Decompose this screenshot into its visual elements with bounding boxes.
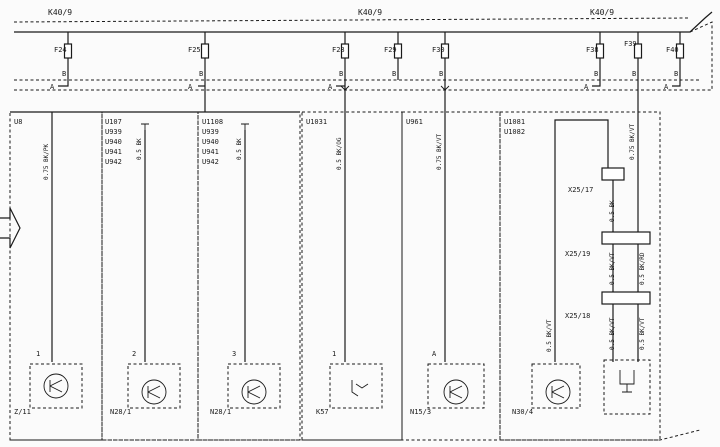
component-label: K57: [316, 408, 329, 416]
fuse-pin: B: [632, 70, 636, 78]
option-code: U961: [406, 118, 423, 126]
connector-x25-18: X25/18: [565, 291, 651, 320]
fuse-f29: F29 B: [384, 32, 403, 80]
wire-label-6: 0.5 BK/VT: [546, 319, 553, 352]
fuse-id: F38: [586, 46, 599, 54]
fuse-id: F24: [54, 46, 67, 54]
fuse-a-label: A: [584, 83, 589, 91]
bus-label-1: K40/9: [48, 8, 72, 17]
torn-right-edge: [689, 21, 713, 91]
option-code: U940: [105, 138, 122, 146]
wire-label-4: 0.5 BK/OG: [336, 137, 343, 170]
option-code: U939: [202, 128, 219, 136]
fuse-id: F40: [666, 46, 679, 54]
component-n28-1-b: N28/1: [210, 363, 281, 416]
splice-mark-3: [241, 123, 249, 130]
option-code: U1082: [504, 128, 525, 136]
option-code: U939: [105, 128, 122, 136]
wire-6: [554, 119, 609, 362]
pin-label-4: 1: [332, 350, 336, 358]
section-box-6: [499, 111, 661, 441]
fuse-f30: F30 B: [432, 32, 450, 90]
component-n28-1-a: N28/1: [110, 363, 181, 416]
option-code: U1108: [202, 118, 223, 126]
fuse-f39: F39 B: [624, 32, 643, 118]
component-label: N30/4: [512, 408, 533, 416]
wire-label-1: 0.75 BK/PK: [43, 143, 50, 180]
wire-label-5: 0.75 BK/VT: [436, 133, 443, 170]
top-bus-wire: [14, 11, 713, 33]
splice-mark-2: [141, 123, 149, 130]
fuse-f25: F25 B A: [188, 32, 210, 112]
wire-label-2: 0.5 BK: [136, 138, 143, 160]
fuse-a-label: A: [50, 83, 55, 91]
connector-x25-19: X25/19: [565, 231, 651, 258]
splice-mark-4: [340, 85, 350, 91]
connector-label: X25/19: [565, 250, 590, 258]
fuse-f38: F38 B A: [584, 32, 605, 91]
option-code: U1031: [306, 118, 327, 126]
wire-label-12: 0.5 BK/VT: [639, 317, 646, 350]
fuse-pin: B: [439, 70, 443, 78]
section-6-codes: U1081 U1082: [504, 118, 525, 136]
section-5-codes: U961: [406, 118, 423, 126]
fuse-pin: B: [392, 70, 396, 78]
fuse-pin: B: [62, 70, 66, 78]
bus-label-3: K40/9: [590, 8, 614, 17]
component-z11: Z/11: [14, 363, 83, 416]
wire-label-3: 0.5 BK: [236, 138, 243, 160]
pin-label-5: A: [432, 350, 437, 358]
splice-mark-5: [440, 85, 450, 91]
fuse-a-label: A: [328, 83, 333, 91]
component-n30-4: N30/4: [512, 359, 651, 416]
fuse-pin: B: [339, 70, 343, 78]
component-label: Z/11: [14, 408, 31, 416]
fuse-pin: B: [594, 70, 598, 78]
fuse-pin: B: [674, 70, 678, 78]
section-2-codes: U107 U939 U940 U941 U942: [105, 118, 122, 166]
bus-dotted-top: [13, 17, 691, 23]
option-code: U942: [202, 158, 219, 166]
fuse-f28: F28 B A: [328, 32, 350, 91]
component-label: N28/1: [210, 408, 231, 416]
option-code: U8: [14, 118, 22, 126]
fuse-id: F25: [188, 46, 201, 54]
section-4-codes: U1031: [306, 118, 327, 126]
fuse-f24: F24 B A: [50, 32, 73, 91]
fuse-id: F28: [332, 46, 345, 54]
option-code: U941: [202, 148, 219, 156]
component-label: N28/1: [110, 408, 131, 416]
fuse-id: F30: [432, 46, 445, 54]
fuse-id: F39: [624, 40, 637, 48]
bottom-dotted-edge: [10, 429, 701, 441]
wire-label-7: 0.75 BK/VT: [629, 123, 636, 160]
section-box-1: [9, 111, 103, 441]
option-code: U107: [105, 118, 122, 126]
option-code: U940: [202, 138, 219, 146]
fuse-id: F29: [384, 46, 397, 54]
pin-label-2: 2: [132, 350, 136, 358]
section-box-5: [401, 111, 501, 441]
component-k57: K57: [316, 363, 383, 416]
wire-label-10: 0.5 BK/RD: [639, 252, 646, 285]
connector-label: X25/18: [565, 312, 590, 320]
fuse-f40: F40 B A: [664, 32, 685, 91]
section-1-codes: U8: [14, 118, 22, 126]
option-code: U941: [105, 148, 122, 156]
fuse-a-label: A: [664, 83, 669, 91]
fuse-a-label: A: [188, 83, 193, 91]
option-code: U942: [105, 158, 122, 166]
pin-label-1: 1: [36, 350, 40, 358]
bus-label-2: K40/9: [358, 8, 382, 17]
option-code: U1081: [504, 118, 525, 126]
connector-label: X25/17: [568, 186, 593, 194]
connector-x25-17: X25/17: [568, 167, 625, 194]
fuse-pin: B: [199, 70, 203, 78]
section-3-codes: U1108 U939 U940 U941 U942: [202, 118, 223, 166]
component-label: N15/3: [410, 408, 431, 416]
pin-label-3: 3: [232, 350, 236, 358]
component-n15-3: N15/3: [410, 363, 485, 416]
